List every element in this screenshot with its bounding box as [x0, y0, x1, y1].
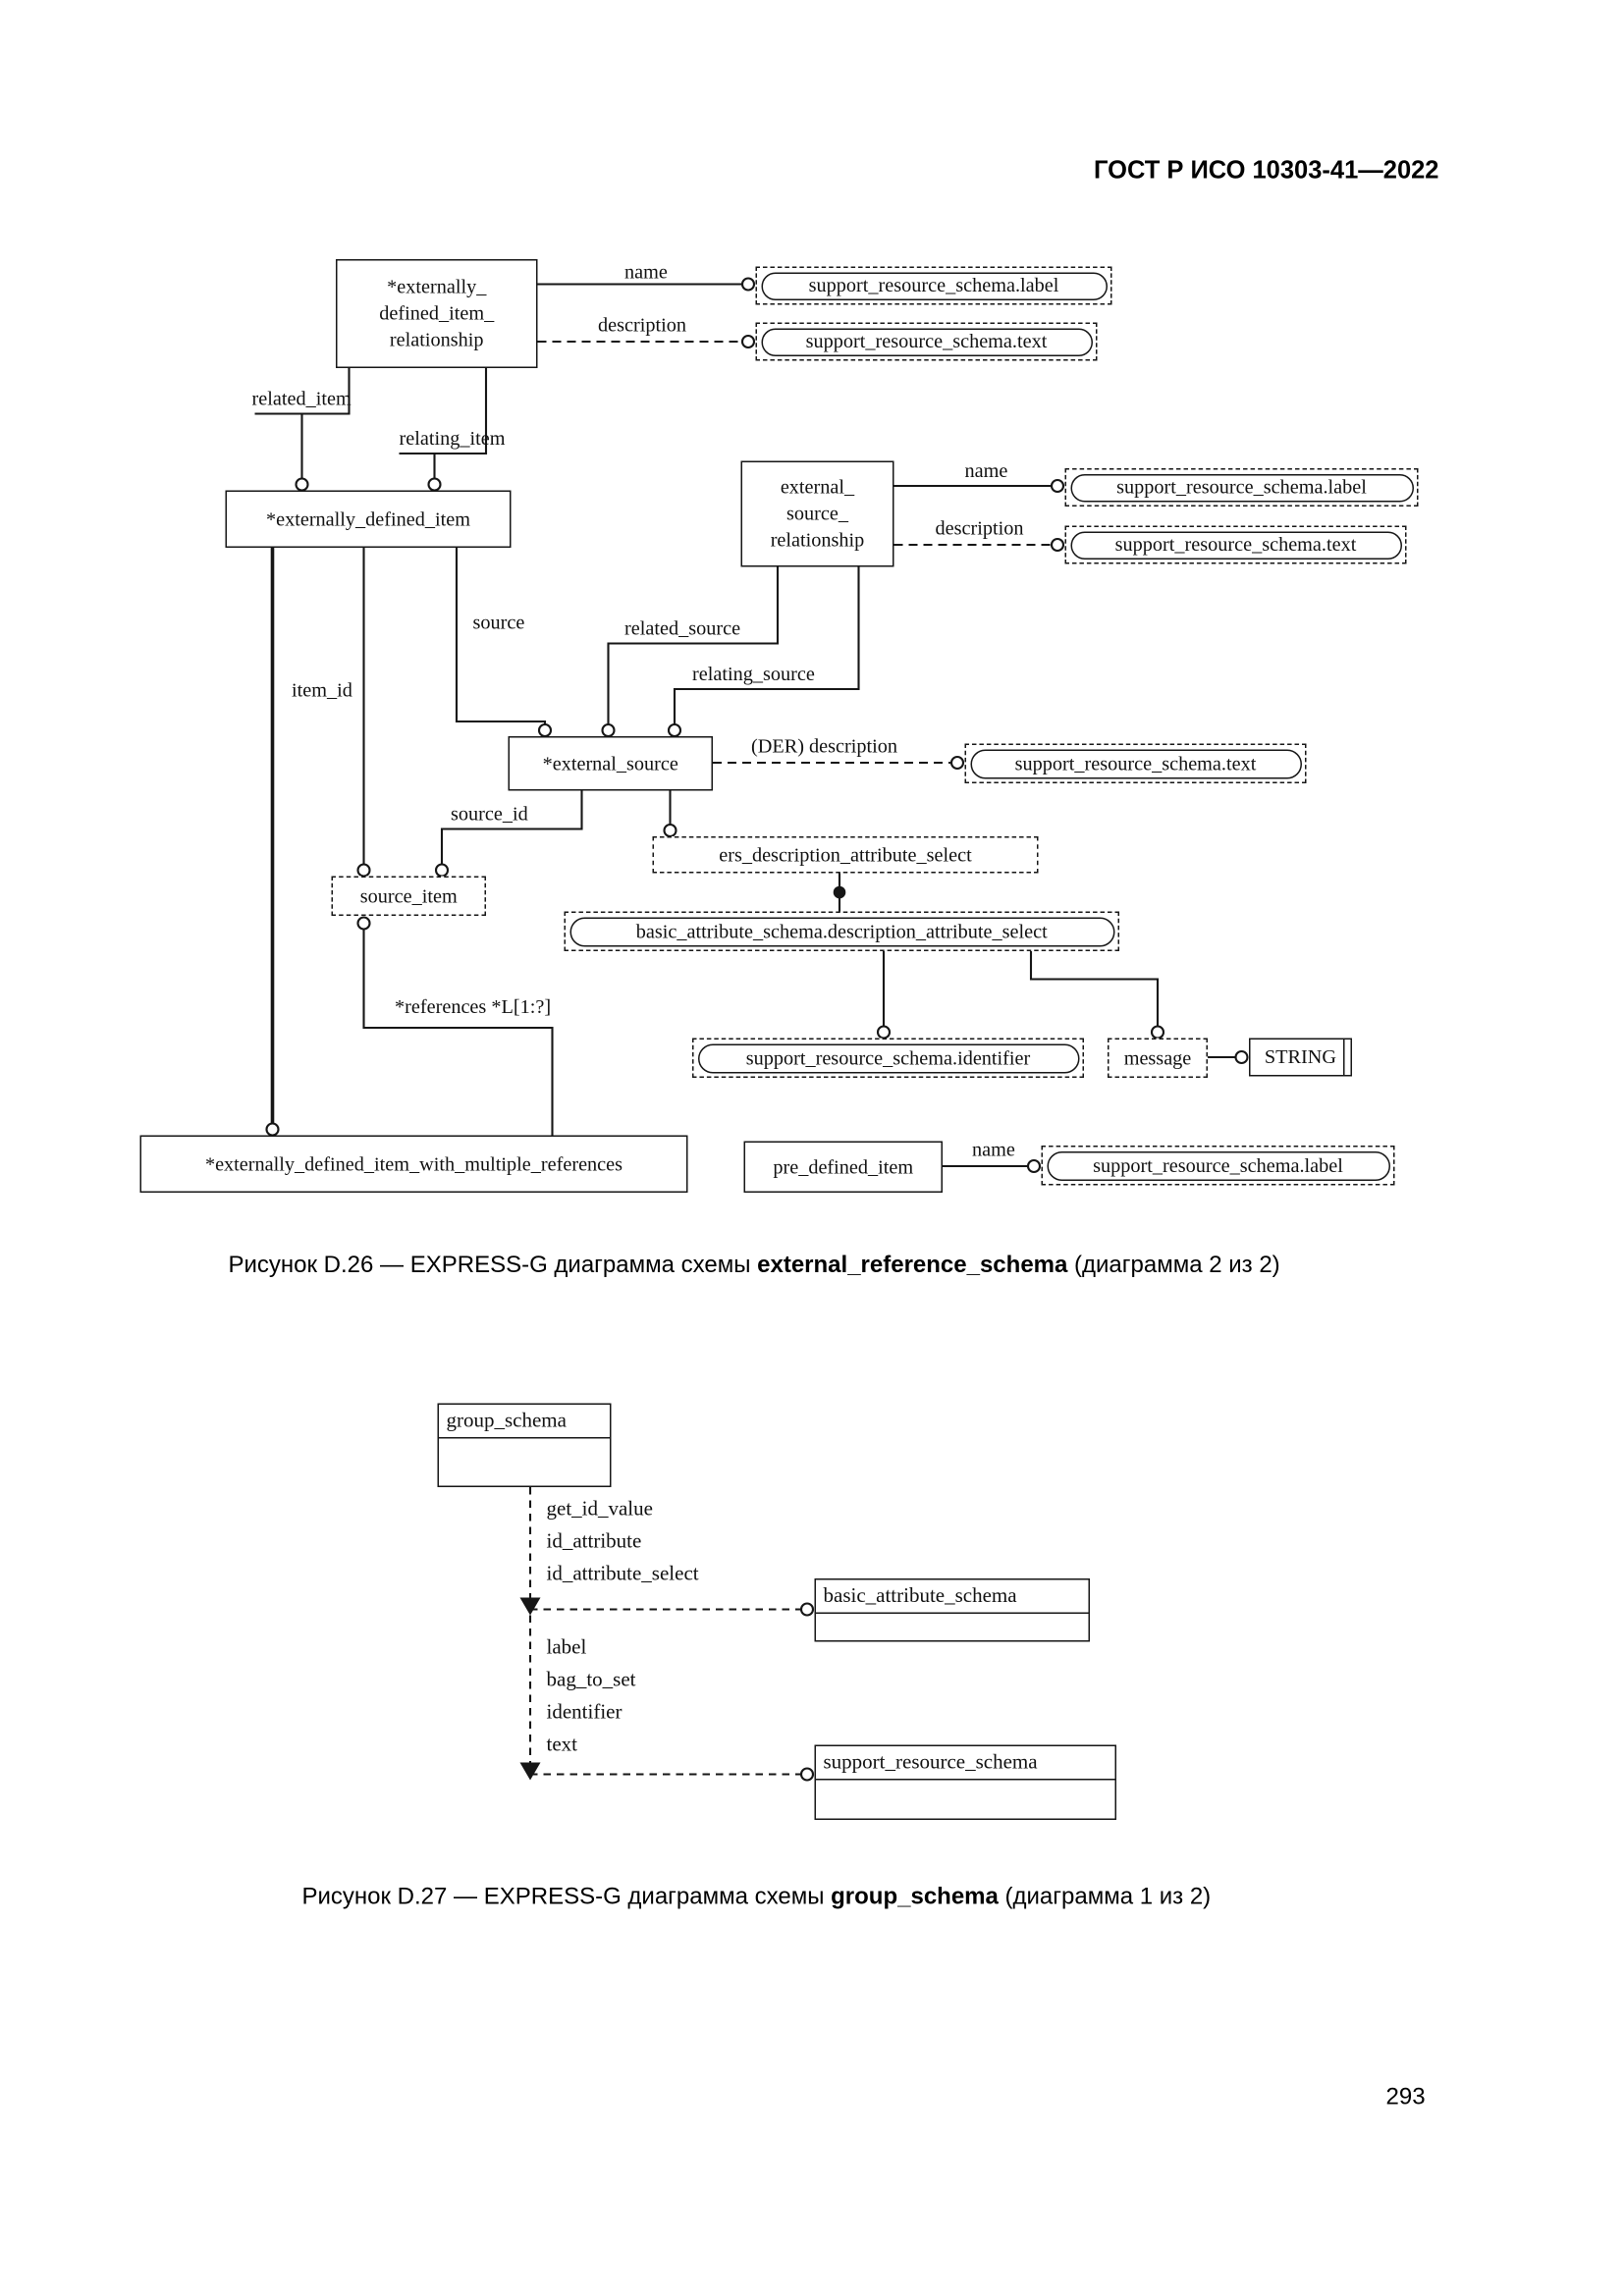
caption-text: (диаграмма 1 из 2)	[998, 1885, 1212, 1910]
schema-name: group_schema	[439, 1405, 610, 1439]
interschema-ref-support-resource-schema-text-2: support_resource_schema.text	[1064, 525, 1407, 564]
interschema-ref-basic-attribute-schema-description-attribute-select: basic_attribute_schema.description_attri…	[564, 911, 1119, 951]
caption-text: Рисунок D.27 — EXPRESS-G диаграмма схемы	[301, 1885, 832, 1910]
select-junction-dot	[833, 885, 846, 899]
attribute-label-name-2: name	[964, 459, 1008, 482]
document-header: ГОСТ Р ИСО 10303-41—2022	[1093, 156, 1439, 185]
schema-body	[439, 1439, 610, 1486]
type-string-label: STRING	[1264, 1045, 1337, 1068]
interschema-ref-text: support_resource_schema.text	[969, 748, 1302, 778]
interschema-ref-support-resource-schema-text-1: support_resource_schema.text	[755, 322, 1098, 361]
attribute-label-references: *references *L[1:?]	[395, 995, 552, 1018]
attribute-label-relating-item: relating_item	[399, 427, 506, 450]
interschema-ref-text: support_resource_schema.text	[760, 327, 1093, 356]
schema-name: support_resource_schema	[816, 1746, 1115, 1781]
attribute-label-description-2: description	[935, 516, 1024, 540]
interschema-ref-text: basic_attribute_schema.description_attri…	[568, 916, 1114, 946]
caption-text: (диаграмма 2 из 2)	[1067, 1253, 1280, 1279]
d26-connectors	[254, 283, 1236, 1168]
schema-box-basic-attribute-schema: basic_attribute_schema	[814, 1578, 1090, 1642]
attribute-label-name-1: name	[624, 260, 668, 284]
type-message: message	[1108, 1038, 1208, 1078]
interface-item-bag-to-set: bag_to_set	[546, 1670, 636, 1692]
interface-item-identifier: identifier	[546, 1702, 623, 1725]
schema-name: basic_attribute_schema	[816, 1580, 1089, 1614]
type-source-item: source_item	[331, 876, 486, 916]
attribute-label-name-3: name	[972, 1138, 1015, 1161]
interface-item-id-attribute-select: id_attribute_select	[546, 1564, 699, 1586]
entity-pre-defined-item: pre_defined_item	[743, 1141, 943, 1193]
interschema-ref-text: support_resource_schema.text	[1069, 530, 1402, 560]
entity-externally-defined-item-with-multiple-references: *externally_defined_item_with_multiple_r…	[139, 1135, 688, 1193]
caption-text: Рисунок D.26 — EXPRESS-G диаграмма схемы	[228, 1253, 758, 1279]
schema-reference-arrow	[519, 1597, 541, 1616]
interface-item-text: text	[546, 1735, 578, 1757]
attribute-label-relating-source: relating_source	[692, 663, 815, 685]
interschema-ref-text: support_resource_schema.identifier	[697, 1042, 1079, 1073]
figure-d26-caption: Рисунок D.26 — EXPRESS-G диаграмма схемы…	[229, 1254, 1280, 1280]
interschema-ref-support-resource-schema-label-1: support_resource_schema.label	[755, 266, 1112, 305]
interface-item-get-id-value: get_id_value	[546, 1499, 653, 1522]
attribute-label-der-description: (DER) description	[751, 734, 898, 758]
entity-external-source: *external_source	[508, 736, 713, 791]
type-ers-description-attribute-select: ers_description_attribute_select	[652, 836, 1039, 874]
interschema-ref-text: support_resource_schema.label	[760, 271, 1108, 300]
caption-schema-name: external_reference_schema	[757, 1253, 1068, 1279]
schema-reference-arrow	[519, 1762, 541, 1781]
simple-type-marker	[1343, 1040, 1345, 1075]
interface-item-id-attribute: id_attribute	[546, 1531, 642, 1554]
schema-body	[816, 1614, 1089, 1640]
schema-box-group-schema: group_schema	[437, 1403, 612, 1487]
d27-connectors	[519, 1487, 815, 1782]
entity-externally-defined-item: *externally_defined_item	[225, 490, 512, 548]
schema-body	[816, 1781, 1115, 1819]
page-number: 293	[1385, 2085, 1426, 2110]
type-string: STRING	[1249, 1038, 1352, 1077]
interschema-ref-text: support_resource_schema.label	[1046, 1150, 1390, 1181]
attribute-label-related-item: related_item	[251, 387, 352, 410]
entity-external-source-relationship: external_ source_ relationship	[740, 460, 894, 567]
interschema-ref-support-resource-schema-label-2: support_resource_schema.label	[1064, 468, 1419, 507]
caption-schema-name: group_schema	[831, 1885, 999, 1910]
interschema-ref-support-resource-schema-text-3: support_resource_schema.text	[964, 743, 1307, 783]
attribute-label-related-source: related_source	[624, 616, 741, 640]
attribute-label-description-1: description	[598, 313, 686, 337]
interschema-ref-text: support_resource_schema.label	[1069, 473, 1414, 502]
figure-d27-caption: Рисунок D.27 — EXPRESS-G диаграмма схемы…	[302, 1885, 1212, 1911]
entity-externally-defined-item-relationship: *externally_ defined_item_ relationship	[336, 259, 538, 368]
interschema-ref-support-resource-schema-identifier: support_resource_schema.identifier	[692, 1038, 1084, 1078]
attribute-label-source: source	[472, 611, 525, 634]
schema-box-support-resource-schema: support_resource_schema	[814, 1744, 1116, 1820]
interschema-ref-support-resource-schema-label-3: support_resource_schema.label	[1041, 1146, 1395, 1186]
attribute-label-item-id: item_id	[292, 678, 352, 702]
attribute-label-source-id: source_id	[451, 802, 528, 826]
interface-item-label: label	[546, 1637, 587, 1660]
